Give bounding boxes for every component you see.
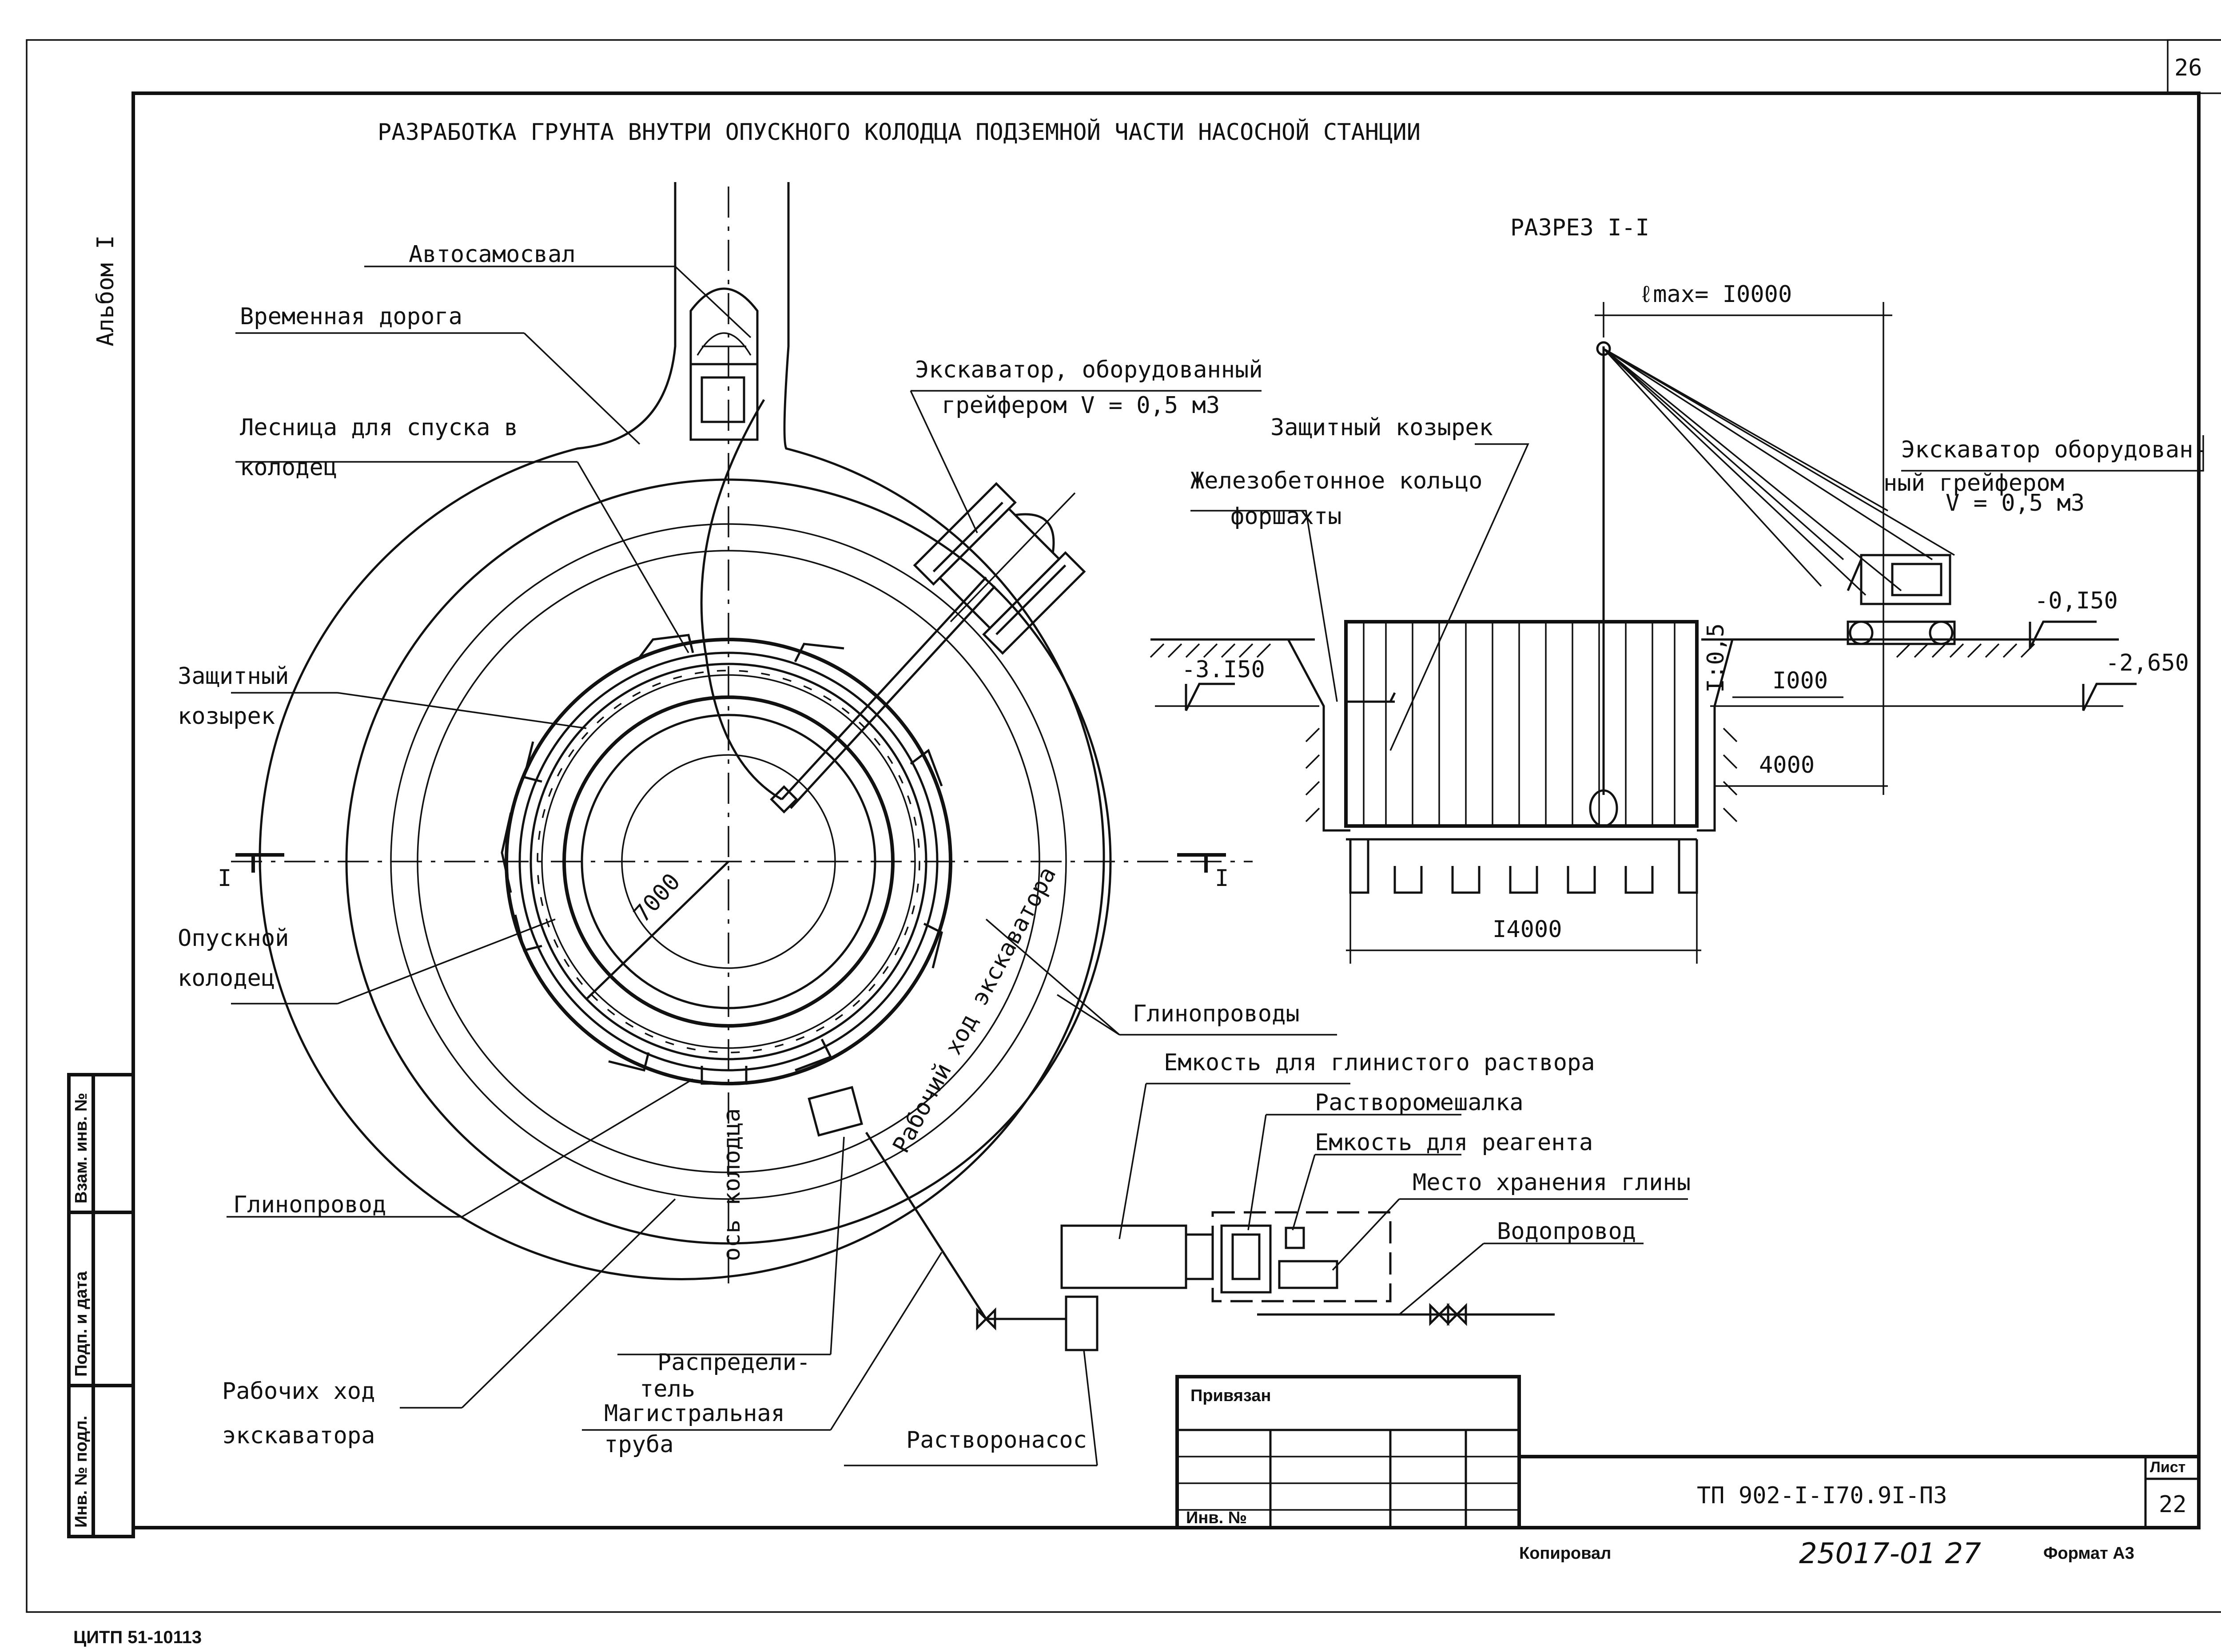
leader-lines [227, 266, 1688, 1466]
tb-format: Формат А3 [2043, 1544, 2134, 1563]
bottom-stamp: ЦИТП 51-10113 [73, 1628, 202, 1647]
tb-sheet-no: 22 [2159, 1491, 2187, 1518]
plan-view: I I 7000 Рабочий ход экскаватора ось [218, 182, 1555, 1351]
section-ring-1: Железобетонное кольцо [1190, 468, 1482, 494]
label-main-pipe-2: труба [604, 1431, 674, 1458]
dump-truck-graphic [689, 287, 759, 441]
label-water-pipe: Водопровод [1497, 1218, 1636, 1245]
section-visor-label: Защитный козырек [1270, 414, 1493, 441]
section-excavator-1: Экскаватор оборудован- [1901, 437, 2207, 463]
drawing-title: РАЗРАБОТКА ГРУНТА ВНУТРИ ОПУСКНОГО КОЛОД… [378, 119, 1421, 146]
tb-sheet-label: Лист [2150, 1459, 2185, 1476]
label-mortar-pump: Растворонасос [906, 1427, 1087, 1453]
label-caisson-1: Опускной [178, 925, 289, 952]
album-label: Альбом I [92, 235, 119, 346]
tb-tied: Привязан [1190, 1386, 1271, 1405]
section-excavator-2: ный грейфером [1883, 470, 2064, 496]
side-label-repl: Взам. инв. № [72, 1093, 91, 1203]
section-mark-right: I [1215, 865, 1229, 892]
label-mixer: Растворомешалка [1315, 1089, 1524, 1116]
label-visor-1: Защитный [178, 663, 289, 690]
tb-copied: Копировал [1519, 1544, 1611, 1563]
page-number: 26 [2174, 55, 2202, 81]
lmax-label: ℓmax= I0000 [1639, 281, 1792, 308]
label-work-path-2: экскаватора [222, 1422, 375, 1449]
label-clay-tank: Емкость для глинистого раствора [1164, 1049, 1595, 1076]
tb-inv: Инв. № [1186, 1509, 1247, 1527]
label-main-pipe-1: Магистральная [604, 1400, 785, 1427]
tb-code: ТП 902-I-I70.9I-ПЗ [1697, 1482, 1947, 1509]
title-block [1175, 1375, 2201, 1529]
label-clay-storage: Место хранения глины [1413, 1169, 1691, 1196]
label-work-path-1: Рабочих ход [222, 1378, 375, 1405]
label-ladder-1: Лесница для спуска в [240, 414, 518, 441]
level-left: -3.I50 [1182, 656, 1265, 683]
label-excavator-2: грейфером V = 0,5 м3 [942, 392, 1220, 419]
label-distributor-1: Распредели- [657, 1349, 810, 1376]
dim-1000: I000 [1772, 667, 1828, 694]
label-temp-road: Временная дорога [240, 303, 462, 330]
dim-4000: 4000 [1759, 752, 1815, 778]
dim-14000: I4000 [1493, 916, 1562, 943]
label-caisson-2: колодец [178, 965, 275, 992]
label-reagent-tank: Емкость для реагента [1315, 1129, 1593, 1156]
side-stamp-table [67, 1073, 135, 1538]
well-axis-label: ось колодца [719, 1108, 745, 1261]
side-label-inv: Инв. № подл. [72, 1416, 91, 1528]
radius-dim: 7000 [629, 868, 685, 927]
label-dump-truck: Автосамосвал [409, 241, 576, 268]
label-distributor-2: тель [640, 1376, 695, 1402]
level-top: -0,I50 [2034, 588, 2118, 614]
label-visor-2: козырек [178, 703, 275, 730]
level-low: -2,650 [2106, 650, 2189, 676]
side-label-sign: Подп. и дата [72, 1271, 91, 1377]
label-clay-pipes: Глинопроводы [1133, 1001, 1300, 1027]
sheet-frame [26, 39, 2221, 1613]
section-view [1150, 302, 2204, 964]
slope-label: I:0,5 [1703, 623, 1729, 693]
tb-handwritten: 25017-01 27 [1799, 1537, 1981, 1570]
section-title: РАЗРЕЗ I-I [1510, 214, 1649, 241]
section-mark-left: I [218, 865, 231, 892]
section-ring-2: форшахты [1230, 503, 1341, 530]
label-clay-pipe: Глинопровод [233, 1191, 386, 1218]
label-excavator-1: Экскаватор, оборудованный [915, 357, 1263, 383]
label-ladder-2: колодец [240, 454, 337, 481]
section-excavator-3: V = 0,5 м3 [1946, 490, 2085, 516]
